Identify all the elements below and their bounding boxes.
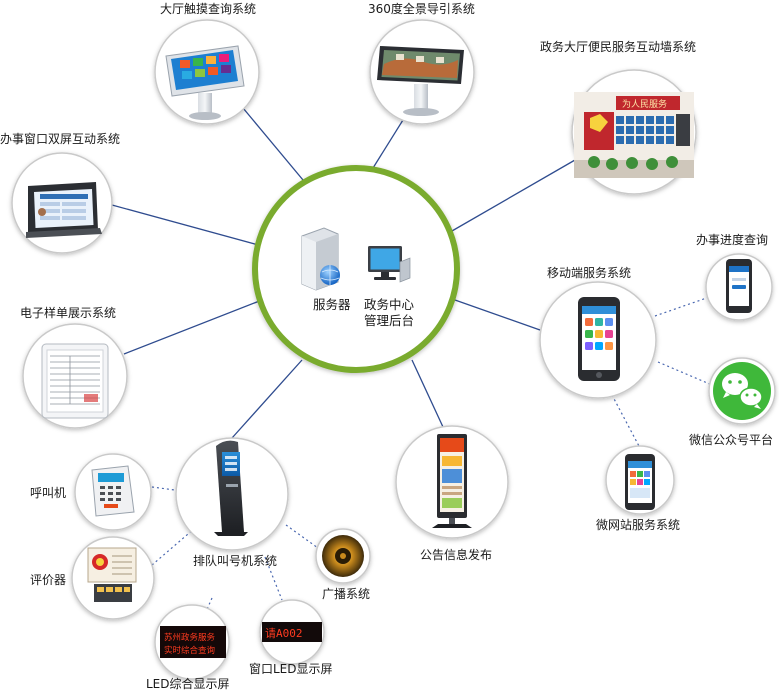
window-led-text: 请A002 [265,627,303,640]
led-display-panel-icon: 苏州政务服务 实时综合查询 [160,626,226,658]
dash-microsite [611,394,641,449]
led-text-line2: 实时综合查询 [164,645,215,656]
window-led-label: 窗口LED显示屏 [249,662,333,676]
dash-wechat [657,361,713,386]
wechat-platform-label: 微信公众号平台 [689,432,773,447]
connector-queue [231,359,303,439]
node-progress-query: 办事进度查询 [696,232,773,321]
phone-progress-icon [726,259,752,313]
node-dual-screen: 办事窗口双屏互动系统 [0,131,120,254]
e-sample-label: 电子样单展示系统 [20,305,116,320]
progress-query-label: 办事进度查询 [696,232,768,247]
node-led-display: 苏州政务服务 实时综合查询 LED综合显示屏 [146,604,230,690]
node-window-led: 请A002 窗口LED显示屏 [249,599,333,676]
dash-evaluator [151,527,196,566]
interactive-wall-label: 政务大厅便民服务互动墙系统 [540,39,696,54]
node-touch-query: 大厅触摸查询系统 [154,2,260,125]
micro-site-label: 微网站服务系统 [596,517,680,532]
smartphone-icon [578,297,620,381]
mobile-service-label: 移动端服务系统 [547,265,631,280]
node-mobile-service: 移动端服务系统 [539,265,657,399]
queue-system-label: 排队叫号机系统 [193,553,277,568]
e-sample-tablet-icon [41,343,109,419]
announcement-label: 公告信息发布 [420,547,492,562]
center-hub: 服务器 政务中心 管理后台 [252,165,460,373]
mgmt-label-line1: 政务中心 [364,297,415,312]
node-evaluator: 评价器 [30,536,155,620]
wechat-icon [713,362,771,420]
server-icon [301,227,340,291]
panorama-guide-label: 360度全景导引系统 [368,1,475,16]
monitor-icon [368,246,411,283]
evaluator-label: 评价器 [30,573,66,587]
node-broadcast: 广播系统 [315,528,371,601]
panorama-kiosk-icon [377,46,464,116]
touch-query-label: 大厅触摸查询系统 [160,2,256,16]
node-interactive-wall: 为人民服务 政务大厅便民服务互动墙系统 [540,39,697,195]
touch-kiosk-icon [165,45,245,120]
node-e-sample: 电子样单展示系统 [20,305,128,429]
dual-screen-label: 办事窗口双屏互动系统 [0,131,120,146]
connector-mobile [454,299,541,331]
node-announcement: 公告信息发布 [395,425,509,562]
node-wechat-platform: 微信公众号平台 [689,357,776,447]
queue-kiosk-icon [214,440,248,536]
node-queue-system: 排队叫号机系统 [175,437,289,568]
connector-announcement [411,359,444,428]
node-micro-site: 微网站服务系统 [596,445,680,532]
led-display-label: LED综合显示屏 [146,676,230,690]
wall-slogan: 为人民服务 [622,98,667,110]
evaluator-device-icon [87,547,137,602]
connector-dual-screen [111,204,263,247]
phone-microsite-icon [625,454,655,510]
window-led-panel-icon: 请A002 [262,622,322,642]
node-panorama-guide: 360度全景导引系统 [368,1,475,125]
server-label: 服务器 [313,297,351,312]
speaker-icon [322,535,364,577]
led-text-line1: 苏州政务服务 [164,632,216,643]
digital-signage-icon [432,434,472,528]
broadcast-label: 广播系统 [322,587,370,601]
dash-broadcast [285,524,319,549]
connector-e-sample [123,299,263,355]
node-caller: 呼叫机 [30,453,152,531]
caller-label: 呼叫机 [30,486,66,500]
service-wall-icon: 为人民服务 [574,92,694,178]
mgmt-label-line2: 管理后台 [364,313,414,328]
connector-interactive-wall [444,159,576,236]
dual-screen-icon [26,182,102,238]
caller-device-icon [91,465,135,517]
